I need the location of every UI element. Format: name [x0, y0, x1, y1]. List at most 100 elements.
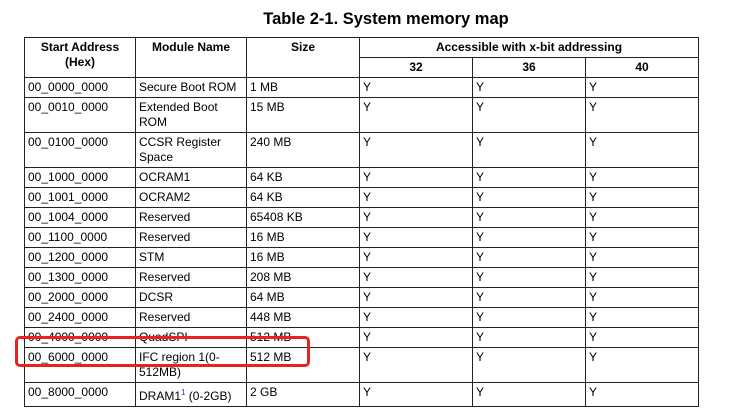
- cell-addr: 00_1300_0000: [24, 267, 136, 288]
- cell-a32: Y: [359, 207, 473, 228]
- cell-size: 2 GB: [246, 382, 360, 407]
- cell-a36: Y: [472, 287, 586, 308]
- cell-module: Secure Boot ROM: [135, 77, 247, 98]
- cell-a40: Y: [585, 132, 699, 168]
- cell-a36: Y: [472, 247, 586, 268]
- cell-a32: Y: [359, 97, 473, 133]
- cell-size: 16 MB: [246, 247, 360, 268]
- cell-a40: Y: [585, 267, 699, 288]
- cell-size: 16 MB: [246, 227, 360, 248]
- cell-addr: 00_1000_0000: [24, 167, 136, 188]
- cell-size: 448 MB: [246, 307, 360, 328]
- cell-size: 64 MB: [246, 287, 360, 308]
- cell-a32: Y: [359, 347, 473, 383]
- cell-a32: Y: [359, 247, 473, 268]
- memory-map-table: Start Address (Hex) Module Name Size Acc…: [24, 37, 699, 407]
- header-40: 40: [585, 57, 699, 78]
- cell-a36: Y: [472, 267, 586, 288]
- header-32: 32: [359, 57, 473, 78]
- cell-a40: Y: [585, 247, 699, 268]
- cell-a36: Y: [472, 347, 586, 383]
- cell-a40: Y: [585, 97, 699, 133]
- cell-module: STM: [135, 247, 247, 268]
- module-suffix: (0-2GB): [185, 389, 232, 403]
- cell-addr: 00_0000_0000: [24, 77, 136, 98]
- cell-a40: Y: [585, 187, 699, 208]
- cell-a32: Y: [359, 267, 473, 288]
- cell-module: DCSR: [135, 287, 247, 308]
- cell-addr: 00_2400_0000: [24, 307, 136, 328]
- cell-a32: Y: [359, 287, 473, 308]
- cell-a40: Y: [585, 227, 699, 248]
- cell-size: 208 MB: [246, 267, 360, 288]
- cell-a40: Y: [585, 382, 699, 407]
- cell-module: CCSR Register Space: [135, 132, 247, 168]
- cell-module: DRAM11 (0-2GB): [135, 382, 247, 407]
- header-module-name: Module Name: [135, 37, 247, 78]
- footnote-link[interactable]: 1: [181, 388, 186, 397]
- header-start-address: Start Address (Hex): [24, 37, 136, 78]
- cell-a40: Y: [585, 347, 699, 383]
- cell-a32: Y: [359, 307, 473, 328]
- cell-a36: Y: [472, 97, 586, 133]
- cell-a36: Y: [472, 187, 586, 208]
- cell-module: OCRAM2: [135, 187, 247, 208]
- cell-addr: 00_0100_0000: [24, 132, 136, 168]
- cell-module: Reserved: [135, 267, 247, 288]
- cell-a40: Y: [585, 307, 699, 328]
- cell-addr: 00_2000_0000: [24, 287, 136, 308]
- cell-module: Reserved: [135, 227, 247, 248]
- cell-a36: Y: [472, 132, 586, 168]
- cell-a36: Y: [472, 167, 586, 188]
- cell-a40: Y: [585, 287, 699, 308]
- cell-a32: Y: [359, 187, 473, 208]
- highlight-box: [15, 336, 310, 367]
- cell-a36: Y: [472, 327, 586, 348]
- header-size: Size: [246, 37, 360, 78]
- cell-module: Reserved: [135, 207, 247, 228]
- table-title: Table 2-1. System memory map: [263, 10, 509, 28]
- cell-size: 15 MB: [246, 97, 360, 133]
- cell-addr: 00_1001_0000: [24, 187, 136, 208]
- cell-a32: Y: [359, 382, 473, 407]
- cell-a40: Y: [585, 327, 699, 348]
- cell-addr: 00_1200_0000: [24, 247, 136, 268]
- cell-module: OCRAM1: [135, 167, 247, 188]
- module-text: DRAM1: [139, 389, 182, 403]
- cell-a32: Y: [359, 227, 473, 248]
- cell-size: 240 MB: [246, 132, 360, 168]
- cell-a32: Y: [359, 132, 473, 168]
- cell-a36: Y: [472, 382, 586, 407]
- cell-size: 1 MB: [246, 77, 360, 98]
- cell-addr: 00_1100_0000: [24, 227, 136, 248]
- cell-a36: Y: [472, 207, 586, 228]
- cell-a36: Y: [472, 307, 586, 328]
- cell-module: Reserved: [135, 307, 247, 328]
- cell-module: Extended Boot ROM: [135, 97, 247, 133]
- cell-a36: Y: [472, 77, 586, 98]
- header-36: 36: [472, 57, 586, 78]
- cell-a32: Y: [359, 327, 473, 348]
- header-accessible: Accessible with x-bit addressing: [359, 37, 699, 58]
- cell-addr: 00_8000_0000: [24, 382, 136, 407]
- cell-a40: Y: [585, 167, 699, 188]
- cell-a32: Y: [359, 167, 473, 188]
- cell-a40: Y: [585, 77, 699, 98]
- cell-size: 64 KB: [246, 167, 360, 188]
- cell-a32: Y: [359, 77, 473, 98]
- cell-size: 64 KB: [246, 187, 360, 208]
- cell-addr: 00_1004_0000: [24, 207, 136, 228]
- cell-size: 65408 KB: [246, 207, 360, 228]
- cell-a40: Y: [585, 207, 699, 228]
- cell-a36: Y: [472, 227, 586, 248]
